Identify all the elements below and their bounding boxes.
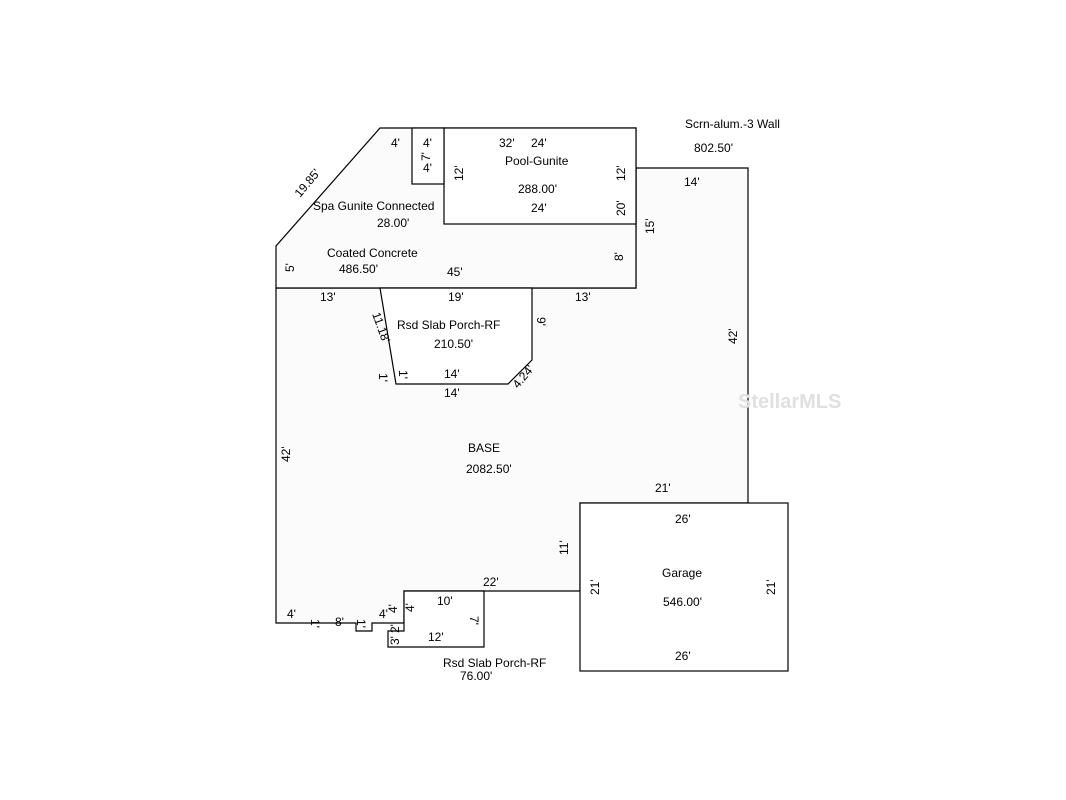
dim-garage-bottom: 26': [675, 649, 691, 663]
spa-outline: [411, 127, 445, 185]
dim-fp-right: 7': [467, 616, 481, 625]
dim-porch-bottom-out: 14': [444, 386, 460, 400]
spa-value: 28.00': [377, 216, 409, 230]
dim-garage-top: 26': [675, 512, 691, 526]
spa-label: Spa Gunite Connected: [313, 199, 434, 213]
dim-garage-right: 21': [764, 579, 778, 595]
dim-bottom-left-c: 8': [335, 615, 344, 629]
dim-pool-bottom: 24': [531, 201, 547, 215]
pool-outline: [443, 127, 637, 225]
dim-deck-left: 5': [283, 263, 297, 272]
pool-value: 288.00': [518, 182, 557, 196]
dim-porch-bottom-in: 14': [444, 367, 460, 381]
dim-fp-small-b: 2': [388, 624, 402, 633]
rear-porch-label: Rsd Slab Porch-RF: [397, 318, 500, 332]
dim-bottom-left-a: 4': [287, 607, 296, 621]
dim-spa-box-bottom: 4': [423, 161, 432, 175]
coated-label: Coated Concrete: [327, 246, 418, 260]
dim-fp-bottom: 12': [428, 630, 444, 644]
dim-bottom-left-e: 4': [379, 607, 388, 621]
front-porch-label: Rsd Slab Porch-RF: [443, 656, 546, 670]
garage-label: Garage: [662, 566, 702, 580]
base-value: 2082.50': [466, 462, 512, 476]
dim-bottom-left-b: 1': [308, 619, 322, 628]
dim-base-right-lower: 21': [655, 481, 671, 495]
pool-label: Pool-Gunite: [505, 154, 569, 168]
dim-pool-right: 12': [614, 165, 628, 181]
dim-bottom-notch: 4': [386, 604, 400, 613]
garage-value: 546.00': [663, 595, 702, 609]
dim-porch-left-short-b: 1': [396, 370, 410, 379]
garage-outline: [579, 502, 789, 672]
front-porch-outline: [387, 590, 485, 648]
coated-value: 486.50': [339, 262, 378, 276]
screen-label: Scrn-alum.-3 Wall: [685, 117, 780, 131]
dim-bottom-left-d: 1': [354, 619, 368, 628]
dim-base-top-right: 13': [575, 290, 591, 304]
dim-spa-diag: 19.85': [292, 166, 324, 200]
dim-fp-small-a: 3': [388, 636, 402, 645]
dim-pool-top-a: 32': [499, 136, 515, 150]
dim-base-top-mid: 19': [448, 290, 464, 304]
dim-screen-top: 14': [684, 175, 700, 189]
dim-base-left: 42': [279, 446, 293, 462]
dim-fp-top: 10': [437, 594, 453, 608]
dim-base-inset: 11': [557, 540, 571, 555]
rear-porch-value: 210.50': [434, 337, 473, 351]
dim-fp-left: 4': [403, 603, 417, 612]
dim-spa-box-side: 7': [419, 152, 433, 161]
dim-porch-right: 9': [534, 317, 548, 326]
screen-value: 802.50': [694, 141, 733, 155]
watermark-logo: StellarMLS: [738, 391, 841, 413]
dim-spa-top: 4': [391, 136, 400, 150]
dim-deck-right: 15': [643, 218, 657, 234]
front-porch-value: 76.00': [460, 669, 492, 683]
dim-deck-inner-right: 8': [612, 252, 626, 261]
dim-screen-right: 42': [726, 328, 740, 344]
dim-base-bottom-right: 22': [483, 575, 499, 589]
rear-porch-outline: [379, 287, 533, 385]
dim-garage-left: 21': [588, 579, 602, 595]
dim-porch-left-short: 1': [376, 373, 390, 382]
dim-base-top-left: 13': [320, 290, 336, 304]
dim-pool-right-b: 20': [614, 200, 628, 216]
dim-deck-bottom: 45': [447, 265, 463, 279]
dim-pool-top-b: 24': [531, 136, 547, 150]
dim-spa-box-top: 4': [423, 136, 432, 150]
base-label: BASE: [468, 441, 500, 455]
dim-pool-left: 12': [452, 165, 466, 181]
